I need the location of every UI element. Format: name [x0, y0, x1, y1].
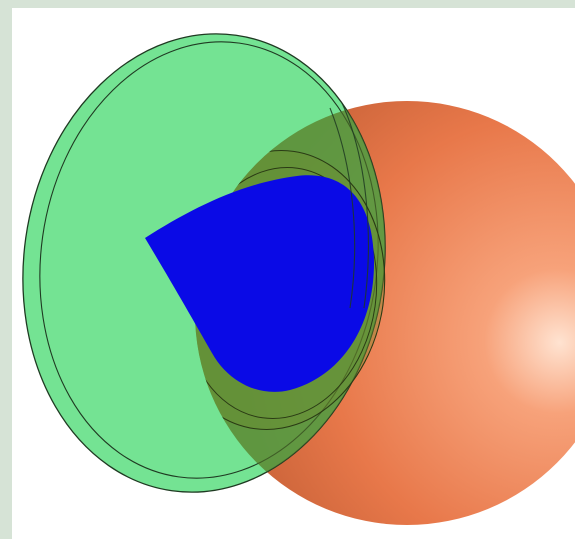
scene-canvas [12, 8, 575, 539]
3d-viewport[interactable] [12, 8, 575, 539]
